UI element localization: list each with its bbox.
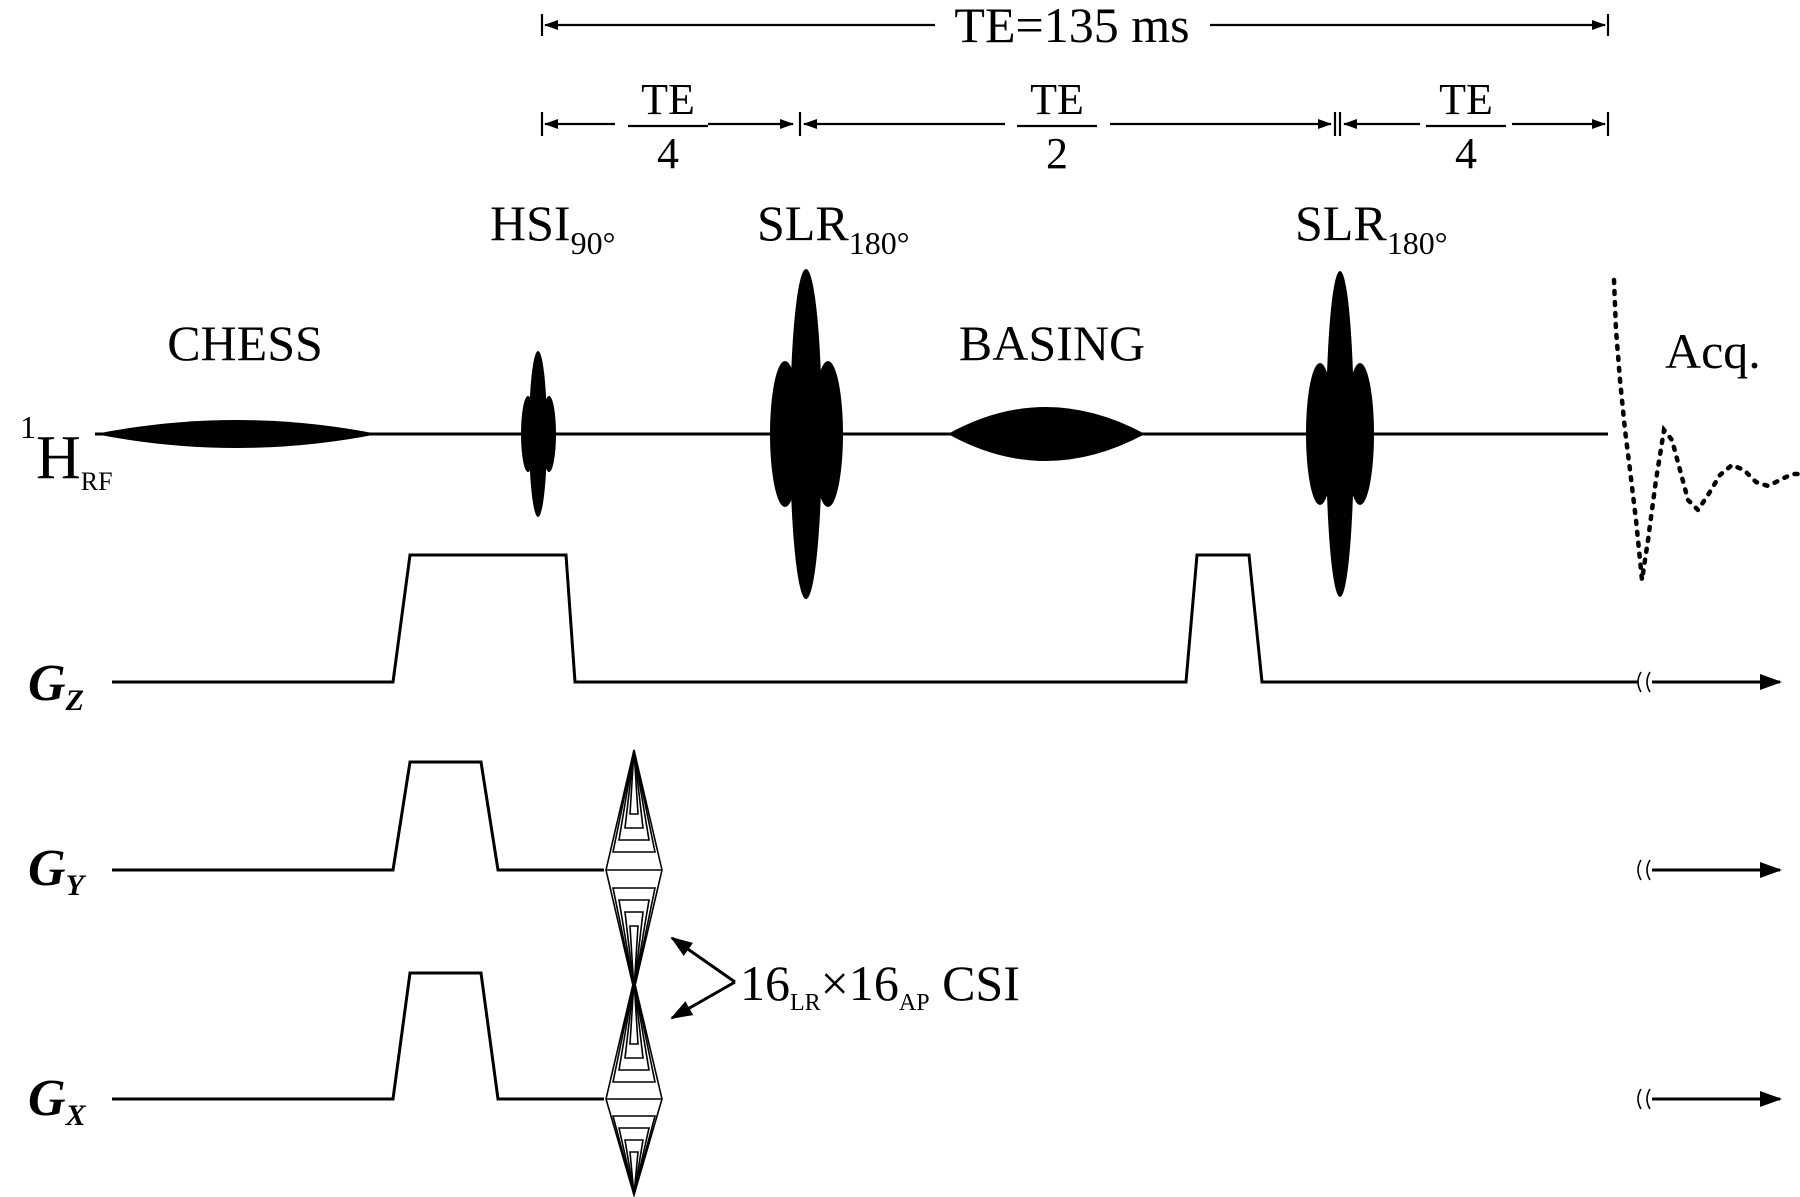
gz-break-mark [1637,671,1651,693]
csi-annotation-arrows [670,936,736,1020]
hsi-pulse [521,351,556,517]
gy-waveform [112,760,604,872]
slr-pulse-label-2: SLR180° [1295,195,1448,261]
te-half-numerator: TE [1030,75,1084,124]
chess-label: CHESS [167,315,323,371]
gx-axis-label: GX [28,1070,87,1132]
gz-axis-label: GZ [28,655,84,717]
acq-label: Acq. [1665,323,1761,379]
csi-label: 16LR×16AP CSI [740,955,1020,1016]
rf-axis-label: 1HRF [20,409,113,496]
te-quarter-denominator-1: 4 [657,129,679,178]
te-total-bracket: TE=135 ms [540,0,1610,53]
slr-pulse-label-1: SLR180° [757,195,910,261]
te-half-denominator: 2 [1046,129,1068,178]
gy-break-mark [1637,859,1651,881]
te-total-label: TE=135 ms [954,0,1189,53]
slr-pulse-1 [770,269,843,599]
basing-label: BASING [959,315,1145,371]
te-quarter-bracket-1: TE 4 [540,75,794,178]
basing-pulse [948,407,1145,461]
acq-fid-signal [1611,277,1800,581]
te-quarter-denominator-2: 4 [1455,129,1477,178]
gy-phase-encode-diamond [605,749,663,991]
gy-axis-label: GY [28,840,87,902]
gz-waveform [112,553,1638,684]
te-quarter-bracket-2: TE 4 [1338,75,1610,178]
te-half-bracket: TE 2 [798,75,1337,178]
gx-waveform [112,971,604,1101]
gx-phase-encode-diamond [605,979,663,1197]
te-quarter-numerator-2: TE [1439,75,1493,124]
hsi-pulse-label: HSI90° [490,195,615,261]
chess-pulse [95,420,378,448]
gx-break-mark [1637,1088,1651,1110]
te-quarter-numerator-1: TE [641,75,695,124]
slr-pulse-2 [1306,271,1374,597]
